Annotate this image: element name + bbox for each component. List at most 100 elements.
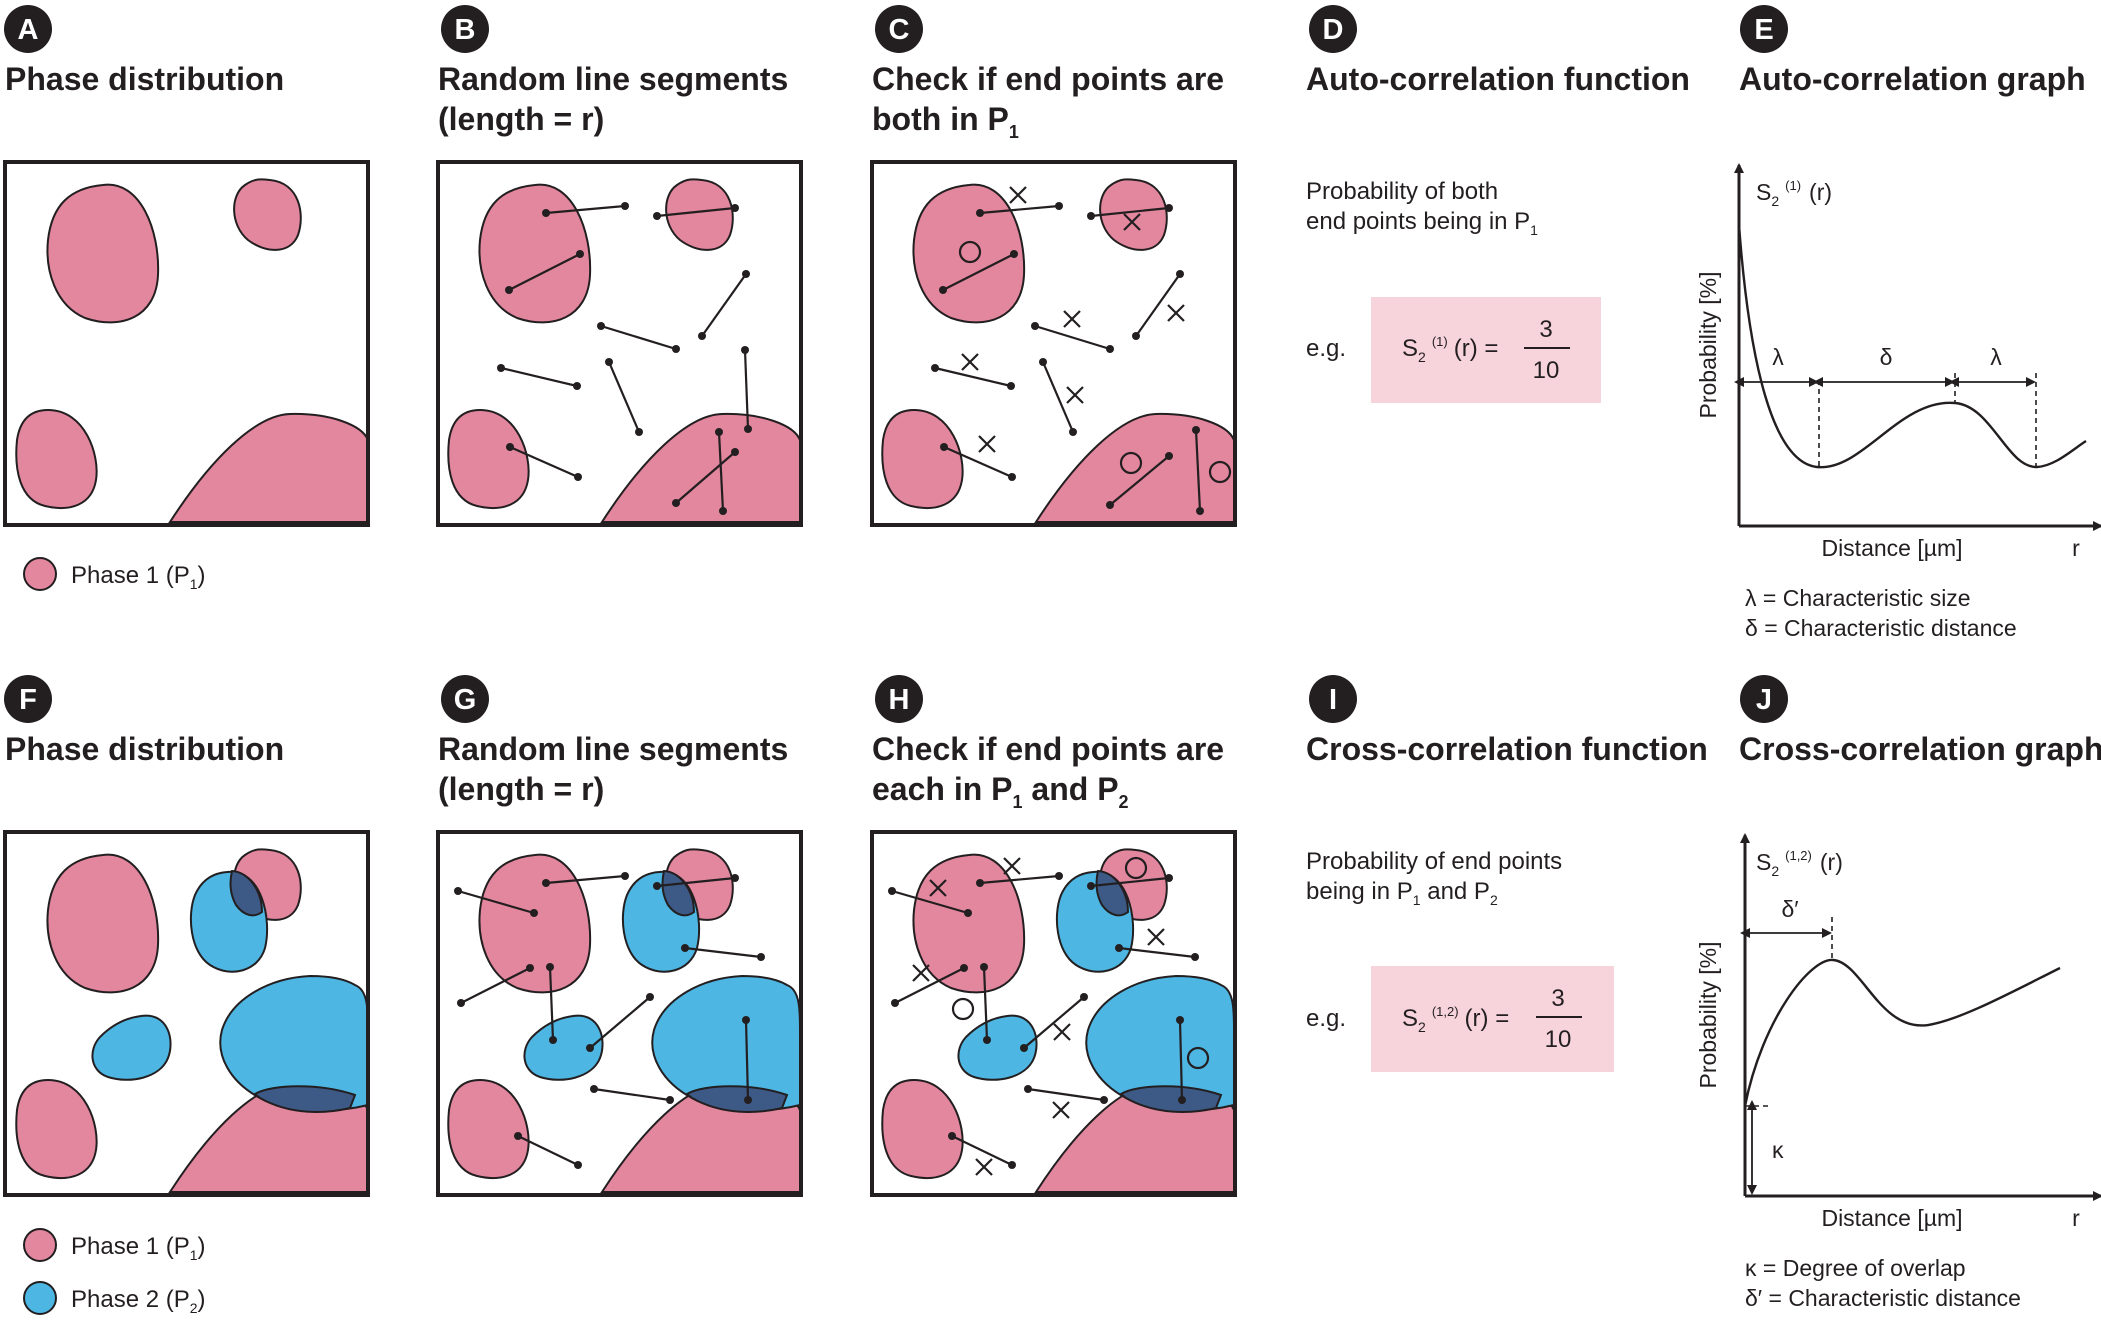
y-label-symbol: S <box>1756 849 1771 875</box>
cross-mark <box>1009 186 1027 204</box>
panel-label-circle <box>441 675 489 723</box>
fraction-numerator: 3 <box>1551 985 1564 1012</box>
cross-mark <box>975 1158 993 1176</box>
panel-title: Cross-correlation graph <box>1739 731 2101 767</box>
panel-title-subscript: 2 <box>1119 792 1129 812</box>
svg-text:S2(1)(r) =: S2(1)(r) = <box>1402 334 1498 365</box>
y-axis-title: Probability [%] <box>1695 941 1721 1088</box>
y-label-subscript: 2 <box>1771 863 1779 879</box>
panel-label-circle <box>1740 675 1788 723</box>
check-marks <box>912 856 1210 1176</box>
kappa-label: κ <box>1772 1137 1784 1163</box>
formula-superscript: (1,2) <box>1432 1004 1459 1019</box>
y-label-argument: (r) <box>1809 179 1832 205</box>
overlap-region <box>1119 1085 1223 1113</box>
line-segments <box>454 872 765 1169</box>
check-marks <box>958 186 1232 484</box>
fraction-denominator: 10 <box>1545 1026 1572 1053</box>
cross-correlation-graph: S2 (1,2) (r) Probability [%] Distance [µm]… <box>1695 833 2101 1231</box>
formula-box <box>1371 966 1614 1072</box>
circle-mark <box>1186 1046 1210 1070</box>
cross-mark <box>929 879 947 897</box>
cross-mark <box>1003 857 1021 875</box>
y-label-superscript: (1,2) <box>1785 848 1812 863</box>
note-delta-prime: δ′ = Characteristic distance <box>1745 1285 2021 1311</box>
svg-text:S2(1,2)(r): S2 (1,2) (r) <box>1756 848 1843 879</box>
domain-frame <box>3 160 370 527</box>
panel-title-line1: Random line segments <box>438 61 788 97</box>
panel-j: J Cross-correlation graph S2(1,2)(r) Pro… <box>1695 675 2101 1311</box>
description-subscript: 1 <box>1413 892 1421 908</box>
description-and: and P <box>1421 878 1490 905</box>
legend-paren: ) <box>198 1233 206 1260</box>
circle-mark <box>1208 460 1232 484</box>
phase1-particle <box>912 183 1026 324</box>
phase1-particle <box>478 853 592 994</box>
panel-letter: D <box>1323 14 1344 46</box>
legend-subscript: 2 <box>190 1300 198 1316</box>
panel-h: H Check if end points are each in P1 and… <box>870 675 1237 1197</box>
phase1-particle <box>15 408 98 510</box>
formula-symbol: S <box>1402 1005 1418 1032</box>
legend-subscript: 1 <box>190 1247 198 1263</box>
cross-mark <box>1123 213 1141 231</box>
domain-frame <box>3 830 370 1197</box>
svg-text:being in P1 and P2: being in P1 and P2 <box>1306 878 1498 908</box>
panel-title-and: and P <box>1023 771 1119 807</box>
phase-box <box>870 160 1237 527</box>
phase1-particle <box>46 853 160 994</box>
legend-label: Phase 2 (P <box>71 1286 190 1313</box>
panel-title: Auto-correlation function <box>1306 61 1690 97</box>
overlap-region <box>229 869 264 917</box>
panel-i: I Cross-correlation function Probability… <box>1306 675 1708 1072</box>
panel-letter: E <box>1754 14 1773 46</box>
panel-label-circle <box>1740 5 1788 53</box>
overlap-region <box>253 1085 357 1113</box>
phase-box <box>436 160 803 527</box>
formula-superscript: (1) <box>1432 334 1448 349</box>
legend-phase2: Phase 2 (P2) <box>23 1281 206 1316</box>
phase1-region <box>1034 412 1235 523</box>
panel-letter: A <box>18 14 39 46</box>
panel-letter: B <box>455 14 476 46</box>
phase1-region <box>600 412 801 523</box>
panel-title-line1: Random line segments <box>438 731 788 767</box>
cross-mark <box>961 353 979 371</box>
svg-text:Phase 1 (P1): Phase 1 (P1) <box>71 1233 206 1263</box>
example-label: e.g. <box>1306 1005 1346 1032</box>
y-label-argument: (r) <box>1820 849 1843 875</box>
panel-label-circle <box>441 5 489 53</box>
legend-paren: ) <box>198 1286 206 1313</box>
circle-mark <box>958 240 982 264</box>
x-axis-variable: r <box>2072 535 2080 561</box>
panel-title-subscript: 1 <box>1013 792 1023 812</box>
panel-label-circle <box>1309 5 1357 53</box>
panel-title: Cross-correlation function <box>1306 731 1708 767</box>
phase1-particle <box>46 183 160 324</box>
domain-frame <box>436 160 803 527</box>
cross-mark <box>1167 304 1185 322</box>
description-line2: being in P <box>1306 878 1413 905</box>
note-kappa: κ = Degree of overlap <box>1745 1255 1966 1281</box>
cross-mark <box>912 964 930 982</box>
fraction-numerator: 3 <box>1539 316 1552 343</box>
example-label: e.g. <box>1306 335 1346 362</box>
panel-title: Auto-correlation graph <box>1739 61 2086 97</box>
phase-box <box>3 830 370 1197</box>
panel-title-subscript: 1 <box>1009 122 1019 142</box>
circle-mark <box>1124 856 1148 880</box>
panel-g: G Random line segments (length = r) <box>436 675 803 1197</box>
description-subscript: 2 <box>1490 892 1498 908</box>
phase-box <box>436 830 803 1197</box>
x-axis-title: Distance [µm] <box>1821 1205 1962 1231</box>
panel-label-circle <box>4 675 52 723</box>
phase1-particle <box>881 1078 964 1180</box>
y-axis-title: Probability [%] <box>1695 271 1721 418</box>
panel-title-line2: (length = r) <box>438 771 604 807</box>
cross-correlation-curve <box>1743 958 2061 1107</box>
formula-subscript: 2 <box>1418 349 1426 365</box>
legend-subscript: 1 <box>190 576 198 592</box>
panel-a: A Phase distribution Phase 1 (P1) <box>3 5 370 592</box>
line-segments <box>888 872 1199 1169</box>
